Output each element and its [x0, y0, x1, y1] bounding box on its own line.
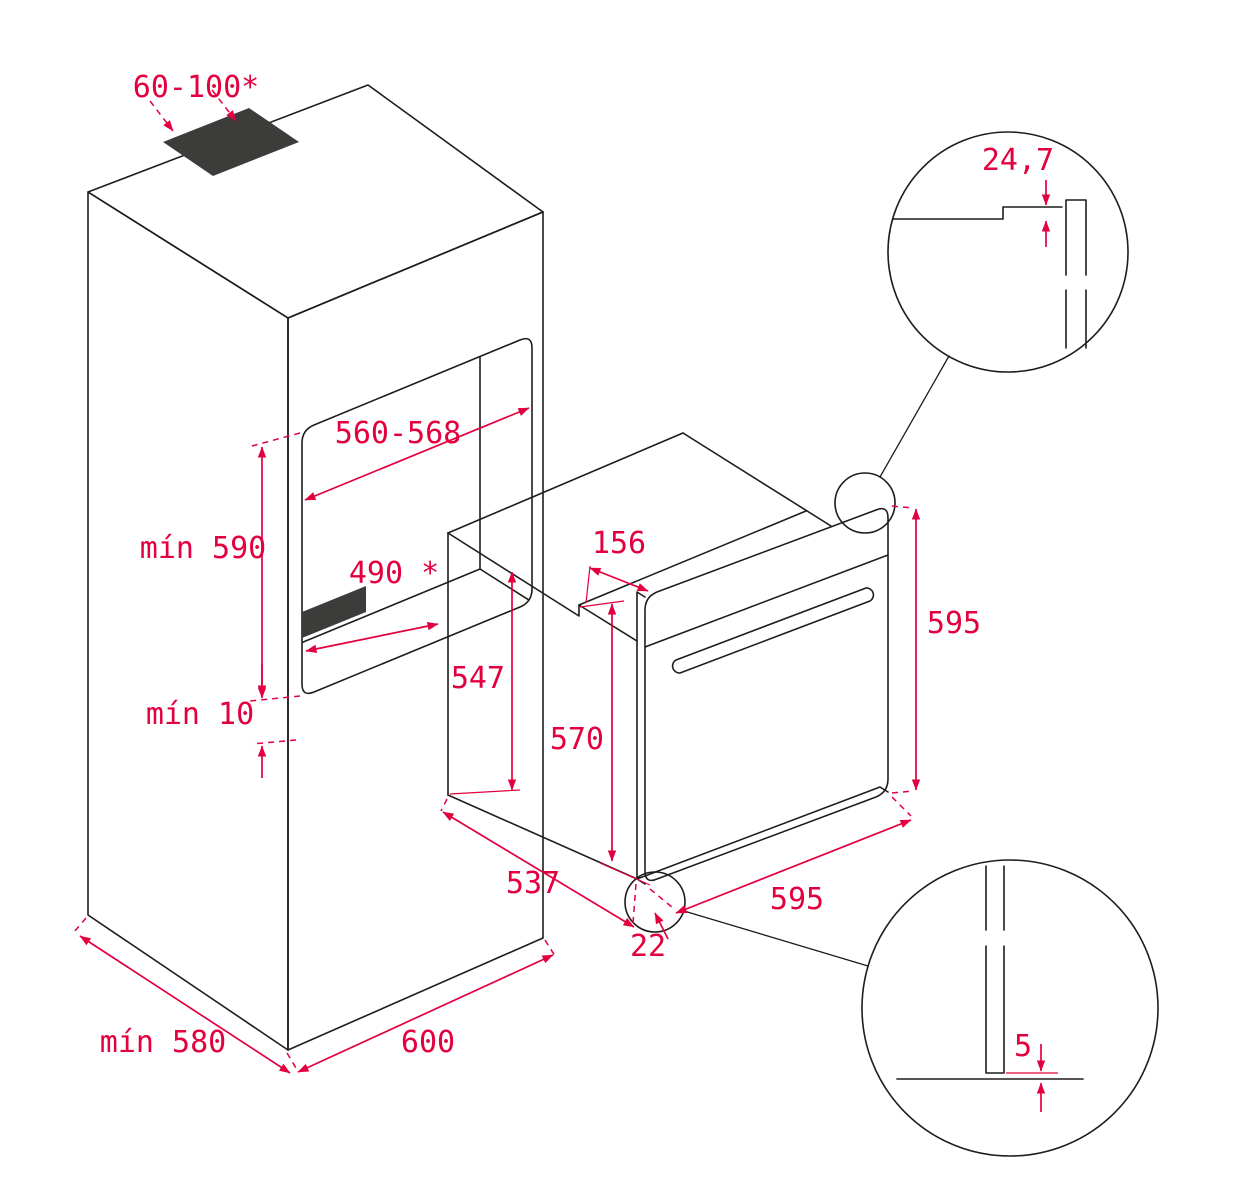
dim-line-cabinet-depth [79, 935, 291, 1074]
label-niche-width: 560-568 [335, 416, 461, 451]
cabinet-vent-slot [163, 108, 299, 176]
niche-vent-strip [302, 586, 366, 638]
cabinet-left-face [87, 191, 289, 1051]
ext-line-body-height [449, 789, 521, 795]
label-shelf-depth: 490 * [349, 556, 439, 591]
dim-arrow-vent-1 [149, 100, 174, 132]
cabinet [87, 84, 544, 1051]
dim-line-front-width [675, 819, 912, 914]
ext-line-front-height-top [891, 505, 914, 509]
label-top-gap: 24,7 [982, 143, 1054, 178]
oven-dimensions [440, 505, 921, 940]
cabinet-top-face [87, 84, 544, 319]
label-front-height: 595 [927, 606, 981, 641]
oven-body-top-right-edge [682, 432, 832, 527]
oven-front-panel [644, 507, 889, 882]
detail-circle-bottom [861, 859, 1159, 1157]
ext-line-clearance [251, 739, 297, 745]
label-inner-height: 570 [550, 722, 604, 757]
ext-line-cabinet-depth-back [73, 917, 87, 933]
oven-door-thickness-bottom [636, 786, 889, 880]
cabinet-right-face [287, 211, 544, 1051]
ext-line-cabinet-depth-front [286, 1052, 297, 1069]
detail-top-cabinet-section [892, 206, 1063, 220]
ext-line-front-width-right [891, 796, 912, 817]
ext-line-niche-bottom [249, 695, 301, 702]
detail-bottom-fascia-section [985, 865, 1005, 1074]
dim-line-body-depth [442, 811, 635, 928]
ext-line-body-depth-front [632, 883, 637, 924]
callout-leader-top [879, 355, 950, 478]
label-body-height: 547 [451, 661, 505, 696]
niche-depth-edge-bottom-right [479, 568, 532, 603]
oven-door-thickness-left [636, 591, 646, 885]
callout-leader-bottom [683, 910, 869, 967]
oven [447, 432, 889, 885]
ext-line-top-step [585, 565, 591, 604]
label-body-depth: 537 [506, 866, 560, 901]
oven-top-front-left-edge [578, 604, 638, 642]
ext-line-niche-top [251, 432, 301, 447]
ext-line-body-depth-back [440, 798, 448, 812]
ext-line-front-width-left [649, 888, 674, 909]
label-bottom-gap: 5 [1014, 1029, 1032, 1064]
dim-line-shelf-depth [305, 621, 439, 654]
detail-circle-top [887, 131, 1129, 373]
detail-top-fascia-section [1065, 199, 1087, 349]
label-cabinet-depth: mín 580 [100, 1025, 226, 1060]
label-front-width: 595 [770, 882, 824, 917]
ext-line-inner-height-top [579, 600, 625, 608]
oven-door-handle [671, 587, 875, 674]
ext-line-front-height-bottom [891, 790, 914, 794]
detail-callouts [624, 131, 1159, 1157]
cabinet-dimensions [73, 89, 556, 1074]
label-cabinet-width: 600 [401, 1025, 455, 1060]
label-door-thickness: 22 [630, 929, 666, 964]
dim-arrow-door-thickness [654, 912, 669, 940]
niche-opening [301, 337, 533, 695]
label-vent-depth: 60-100* [133, 70, 259, 105]
dim-line-top-step [589, 567, 649, 592]
oven-body-top-back-edge [447, 432, 684, 534]
oven-control-panel-line [644, 554, 889, 648]
label-bottom-clearance: mín 10 [146, 697, 254, 732]
niche-interior [302, 338, 532, 665]
label-top-step-depth: 156 [592, 526, 646, 561]
dim-line-cabinet-width [297, 954, 554, 1073]
callout-ring-oven-bottom-corner [624, 871, 686, 933]
ext-line-cabinet-width-right [544, 939, 556, 957]
callout-ring-oven-top-corner [834, 472, 896, 534]
dim-line-niche-width [304, 407, 530, 501]
dimension-labels: 60-100* 560-568 mín 590 490 * mín 10 mín… [100, 70, 1054, 1064]
label-niche-height: mín 590 [140, 531, 266, 566]
